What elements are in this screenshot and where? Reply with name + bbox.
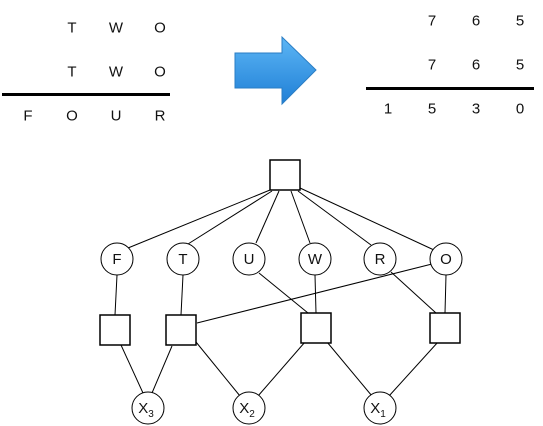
constraint-box-top xyxy=(269,159,301,191)
edge-box3-X2 xyxy=(257,341,306,397)
edge-U-box3 xyxy=(258,272,309,314)
edge-top-R xyxy=(297,190,372,246)
edge-top-O xyxy=(299,187,435,251)
puzzle-addend1-2: O xyxy=(154,19,166,37)
edge-box4-X1 xyxy=(388,341,439,397)
edge-box3-X1 xyxy=(326,341,373,397)
variable-node-O: O xyxy=(429,242,463,276)
edge-O-box4 xyxy=(444,274,447,314)
puzzle-sum-2: U xyxy=(110,107,122,125)
edge-top-T xyxy=(187,190,273,245)
edge-T-box2 xyxy=(180,274,184,316)
carry-sub-X2: 2 xyxy=(249,409,255,420)
variable-label-R: R xyxy=(375,251,386,268)
variable-label-O: O xyxy=(440,251,452,268)
puzzle-addend2-1: W xyxy=(108,63,124,81)
variable-label-T: T xyxy=(178,251,187,268)
carry-node-X2: X2 xyxy=(232,391,266,425)
variable-node-R: R xyxy=(363,242,397,276)
svg-text:X3: X3 xyxy=(138,400,154,420)
constraint-box-2 xyxy=(165,314,197,346)
edge-box2-X3 xyxy=(151,345,173,394)
carry-sub-X1: 1 xyxy=(380,409,386,420)
variable-node-U: U xyxy=(232,242,266,276)
graph-edges xyxy=(114,187,447,397)
solution-sum-2: 3 xyxy=(471,100,481,118)
solution-sum-rule xyxy=(366,87,534,90)
puzzle-sum-rule xyxy=(2,93,170,96)
puzzle-sum-0: F xyxy=(23,107,33,125)
variable-label-F: F xyxy=(112,251,121,268)
carry-label-X1: X xyxy=(370,400,380,417)
constraint-box-3 xyxy=(300,312,332,344)
puzzle-addend1-0: T xyxy=(67,19,77,37)
variable-node-F: F xyxy=(100,242,134,276)
puzzle-addend1-1: W xyxy=(108,19,124,37)
variable-label-U: U xyxy=(244,251,255,268)
edge-box2-X2 xyxy=(195,341,241,397)
solution-addend2-0: 7 xyxy=(427,56,437,74)
constraint-box-4 xyxy=(429,312,461,344)
edge-W-box3 xyxy=(314,274,317,314)
puzzle-sum-1: O xyxy=(66,107,78,125)
carry-node-X3: X3 xyxy=(131,391,165,425)
edge-top-U xyxy=(255,190,280,244)
edge-F-box1 xyxy=(114,274,118,316)
edge-R-box4 xyxy=(390,271,437,314)
carry-label-X2: X xyxy=(239,400,249,417)
edge-box1-X3 xyxy=(120,344,144,394)
puzzle-addend2-2: O xyxy=(154,63,166,81)
puzzle-sum-3: R xyxy=(154,107,166,125)
solution-sum-1: 5 xyxy=(427,100,437,118)
variable-node-T: T xyxy=(166,242,200,276)
solution-sum-0: 1 xyxy=(383,100,393,118)
variable-node-W: W xyxy=(298,242,332,276)
solution-addend2-2: 5 xyxy=(515,56,525,74)
edge-top-W xyxy=(290,190,311,244)
svg-text:X2: X2 xyxy=(239,400,255,420)
solution-sum-3: 0 xyxy=(515,100,525,118)
variable-label-W: W xyxy=(308,251,323,268)
solution-addend2-1: 6 xyxy=(471,56,481,74)
solution-addend1-0: 7 xyxy=(427,12,437,30)
carry-sub-X3: 3 xyxy=(148,409,154,420)
carry-node-X1: X1 xyxy=(363,391,397,425)
svg-text:X1: X1 xyxy=(370,400,386,420)
solution-addend1-2: 5 xyxy=(515,12,525,30)
edge-top-F xyxy=(127,189,271,249)
carry-label-X3: X xyxy=(138,400,148,417)
solution-addend1-1: 6 xyxy=(471,12,481,30)
constraint-box-1 xyxy=(99,314,131,346)
puzzle-addend2-0: T xyxy=(67,63,77,81)
